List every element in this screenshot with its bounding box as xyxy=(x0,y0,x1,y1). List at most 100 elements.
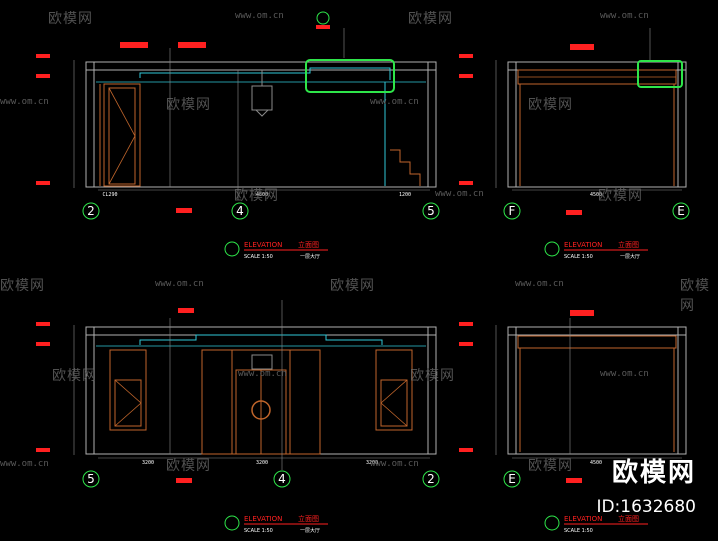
left-wall xyxy=(85,61,95,188)
grid-bubble xyxy=(82,202,100,220)
left-wall xyxy=(85,326,95,455)
tag-red xyxy=(178,308,194,313)
grid-markers: 2 4 5 F E 5 4 2 E xyxy=(82,202,690,488)
ceiling-slab xyxy=(85,326,437,336)
ceiling-slab xyxy=(85,61,437,71)
title-cn: 立面图 xyxy=(298,514,319,523)
title-floor: 一层大厅 xyxy=(620,253,640,260)
watermark-brand: 欧模网 xyxy=(330,278,375,294)
ceiling-beam xyxy=(517,335,677,349)
tag-red xyxy=(316,25,330,29)
tag-circle xyxy=(316,11,330,25)
watermark-url: www.om.cn xyxy=(0,459,49,469)
watermark-brand: 欧模网 xyxy=(166,97,211,113)
door-ornament xyxy=(251,400,271,420)
title-en: ELEVATION xyxy=(564,241,602,249)
level-mark xyxy=(36,342,50,346)
grid-bubble xyxy=(422,470,440,488)
ceiling-slab xyxy=(507,61,687,71)
watermark-url: www.om.cn xyxy=(600,11,649,21)
title-block-tl: ELEVATION 立面图 SCALE 1:50 一层大厅 xyxy=(224,240,328,260)
grid-label: E xyxy=(508,472,516,486)
grid-bubble xyxy=(82,470,100,488)
door-swing xyxy=(108,87,136,185)
title-scale: SCALE 1:50 xyxy=(244,528,273,534)
elevation-bottom-left xyxy=(36,300,437,483)
watermark-url: www.om.cn xyxy=(370,97,419,107)
title-en: ELEVATION xyxy=(244,515,282,523)
watermark-brand: 欧模网 xyxy=(598,188,643,204)
window-swing xyxy=(380,379,408,427)
window-pane xyxy=(114,379,142,427)
tag-red xyxy=(570,44,594,50)
watermark-brand: 欧模网 xyxy=(680,278,710,314)
tag-red xyxy=(570,310,594,316)
tag-red xyxy=(566,210,582,215)
title-cn: 立面图 xyxy=(618,240,639,249)
watermark-url: www.om.cn xyxy=(435,189,484,199)
window-pane xyxy=(380,379,408,427)
dimension-text: 3200 xyxy=(366,460,378,466)
grid-label: 2 xyxy=(427,472,435,486)
dimension-text: CL290 xyxy=(102,192,117,198)
watermark-brand: 欧模网 xyxy=(528,97,573,113)
highlight-box xyxy=(637,60,683,88)
watermark-brand: 欧模网 xyxy=(48,11,93,27)
ceiling-slab xyxy=(507,326,687,336)
ceiling-cyan-line xyxy=(139,67,391,80)
level-mark xyxy=(459,54,473,58)
level-mark xyxy=(459,74,473,78)
title-cn: 立面图 xyxy=(298,240,319,249)
watermark-url: www.om.cn xyxy=(0,97,49,107)
watermark-brand: 欧模网 xyxy=(410,368,455,384)
lamp-tip xyxy=(254,109,270,117)
dimension-text: 3200 xyxy=(256,460,268,466)
watermark-brand: 欧模网 xyxy=(0,278,45,294)
right-wall xyxy=(427,326,437,455)
right-wall xyxy=(427,61,437,188)
pendant-lamp xyxy=(251,85,273,111)
grid-bubble xyxy=(503,202,521,220)
grid-label: 2 xyxy=(87,204,95,218)
title-floor: 一层大厅 xyxy=(300,253,320,260)
watermark-brand: 欧模网 xyxy=(52,368,97,384)
dimension-text: 4500 xyxy=(590,460,602,466)
title-bubble xyxy=(544,515,560,531)
brand-logo-text: 欧模网 xyxy=(611,458,696,488)
title-bubble xyxy=(224,241,240,257)
grid-label: 5 xyxy=(87,472,95,486)
tag-red xyxy=(176,478,192,483)
level-mark xyxy=(36,74,50,78)
dimension-text: 3200 xyxy=(142,460,154,466)
title-block-tr: ELEVATION 立面图 SCALE 1:50 一层大厅 xyxy=(544,240,648,260)
watermark-url: www.om.cn xyxy=(600,369,649,379)
watermark-url: www.om.cn xyxy=(515,279,564,289)
door-frame xyxy=(103,83,141,187)
watermark-url: www.om.cn xyxy=(235,11,284,21)
title-scale: SCALE 1:50 xyxy=(244,254,273,260)
grid-bubble xyxy=(503,470,521,488)
tag-red xyxy=(178,42,206,48)
ceiling-cyan-line xyxy=(139,334,383,345)
level-mark xyxy=(36,181,50,185)
grid-label: 5 xyxy=(427,204,435,218)
watermark-brand: 欧模网 xyxy=(234,188,279,204)
elevation-bottom-right xyxy=(459,310,687,483)
window-right xyxy=(375,349,413,431)
transom-fixture xyxy=(251,354,273,370)
level-mark xyxy=(459,342,473,346)
stair-steps xyxy=(390,149,421,186)
tag-red xyxy=(176,208,192,213)
grid-label: 4 xyxy=(236,204,244,218)
elevation-top-right xyxy=(459,28,687,215)
elevation-top-left xyxy=(36,11,437,213)
level-mark xyxy=(459,181,473,185)
door-leaf xyxy=(108,87,136,185)
right-wall xyxy=(677,326,687,455)
title-en: ELEVATION xyxy=(564,515,602,523)
highlight-box xyxy=(305,59,395,93)
level-mark xyxy=(459,448,473,452)
window-swing xyxy=(114,379,142,427)
left-wall xyxy=(507,326,517,455)
title-en: ELEVATION xyxy=(244,241,282,249)
